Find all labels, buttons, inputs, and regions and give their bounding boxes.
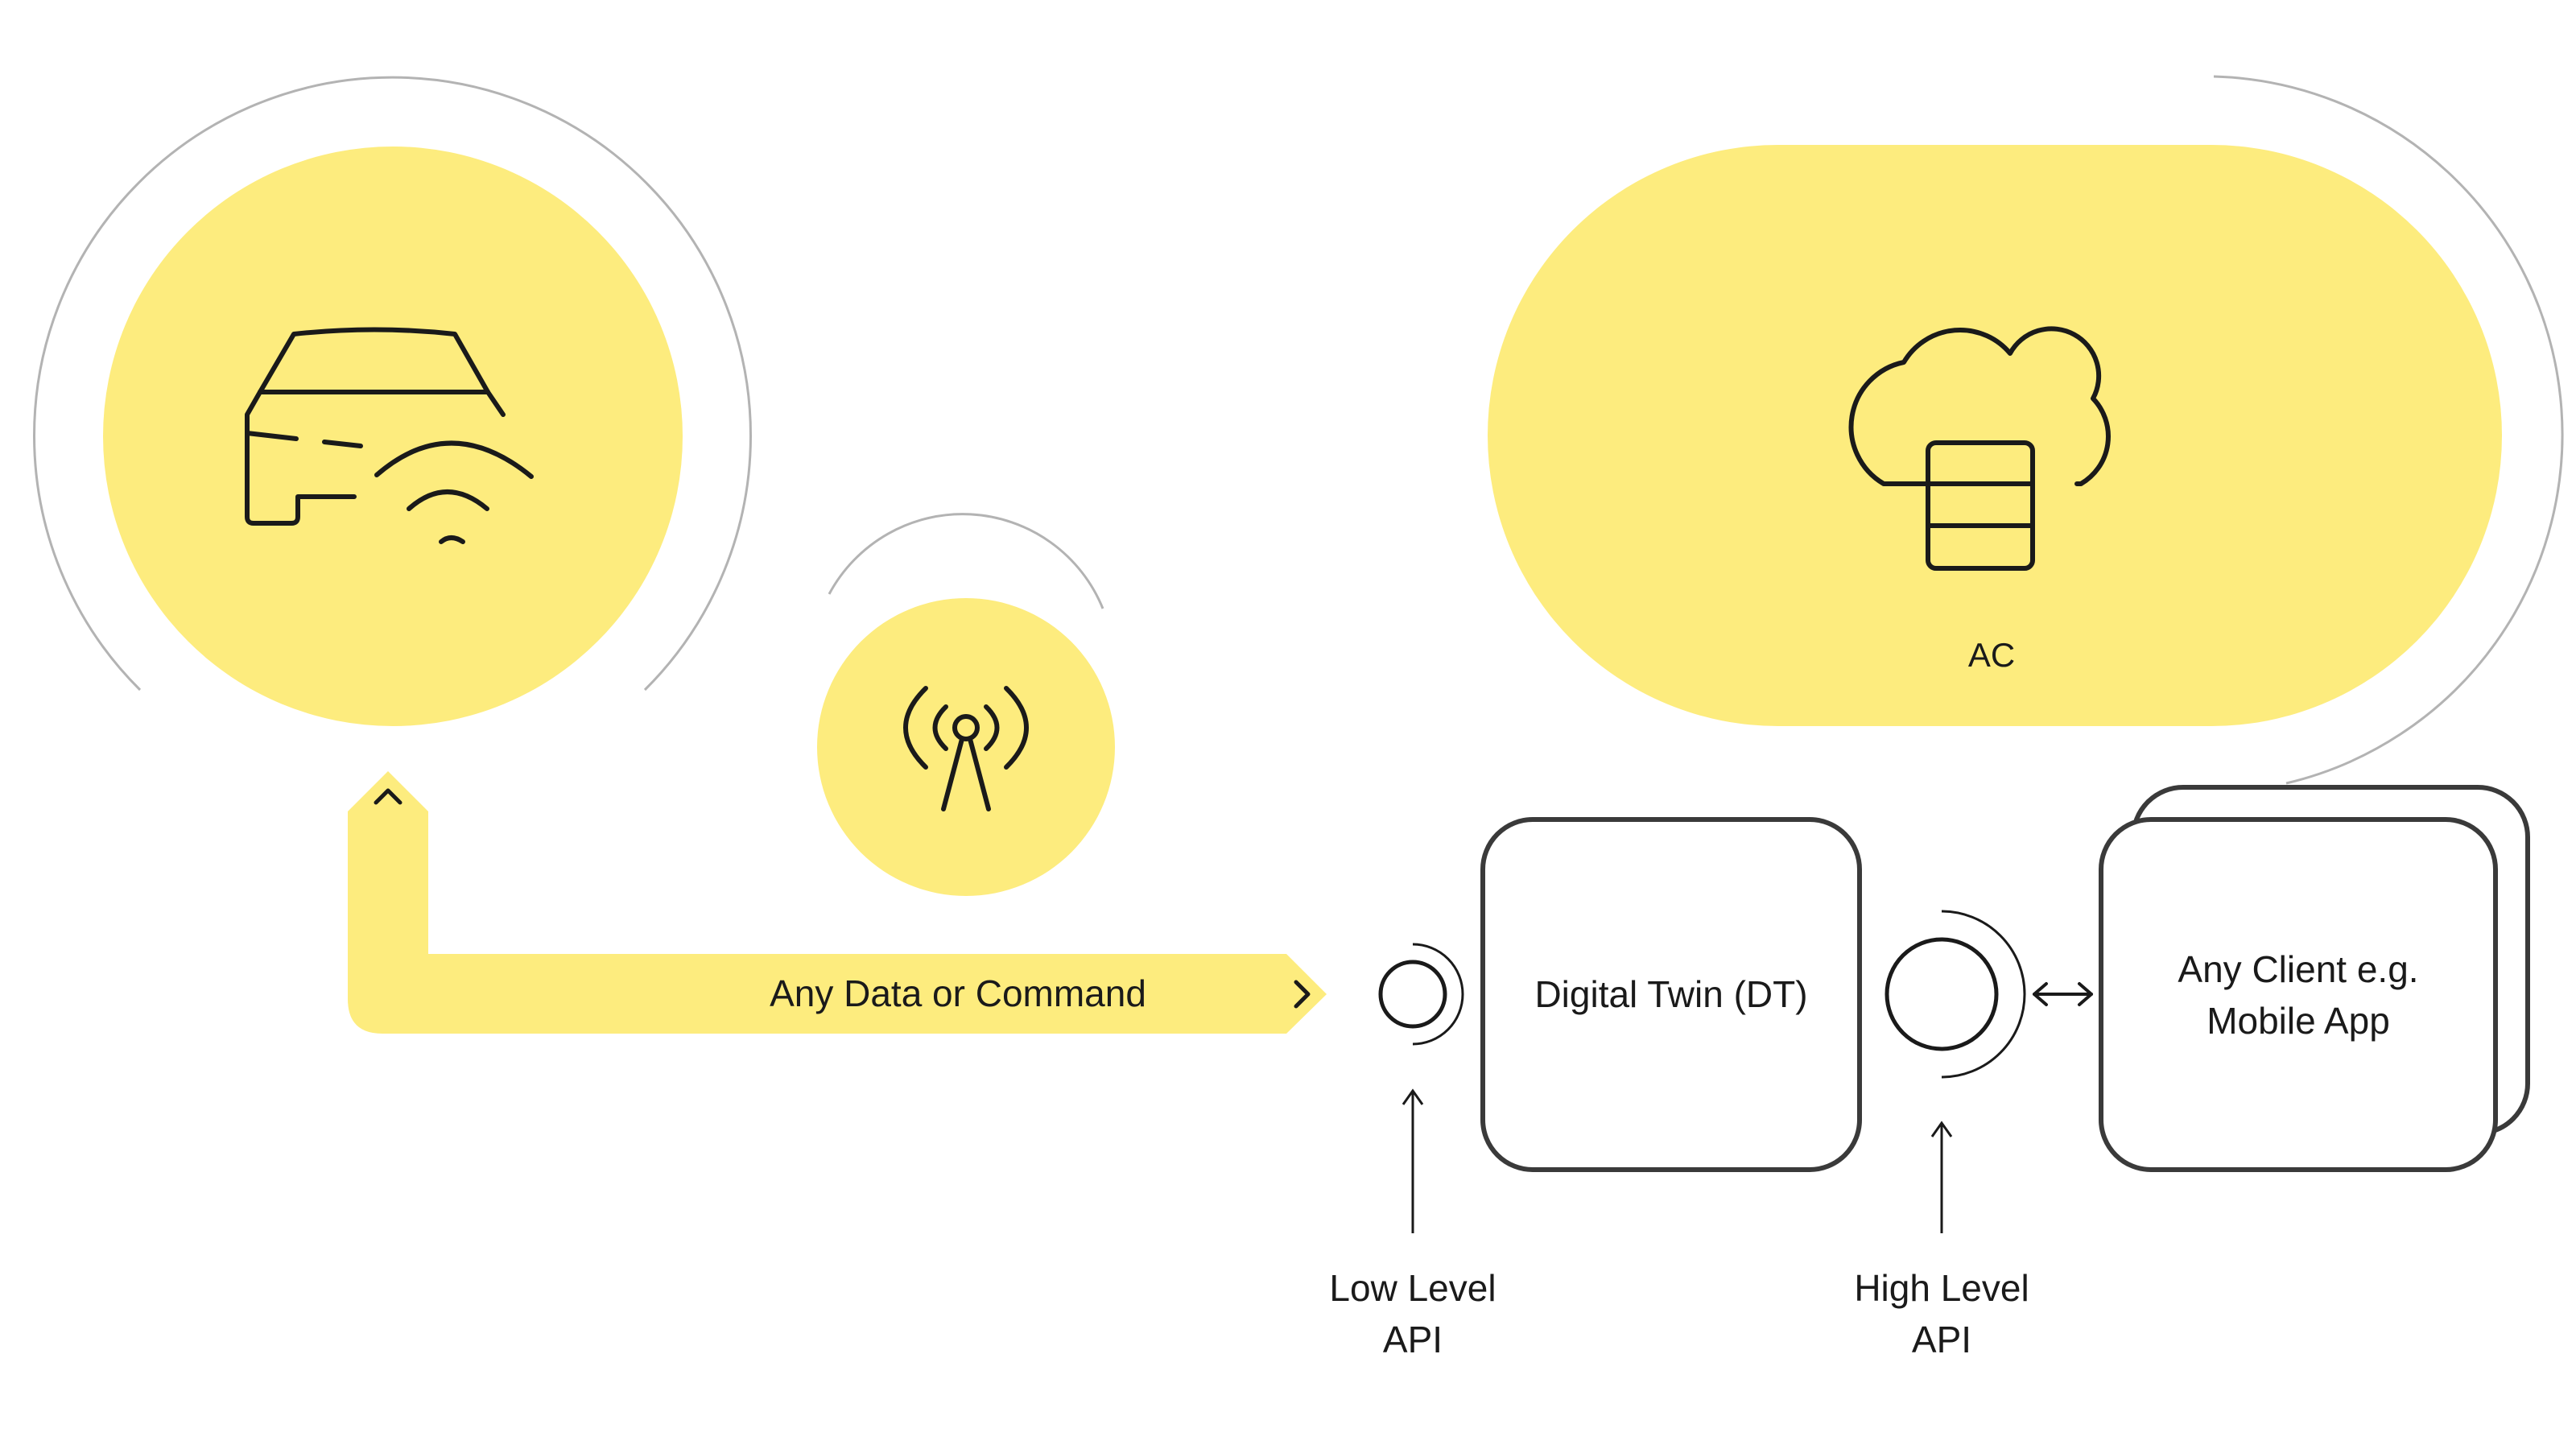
high-level-api-port xyxy=(1885,910,2026,1233)
antenna-node xyxy=(817,513,1115,896)
client-label-line1: Any Client e.g. xyxy=(2178,948,2419,990)
radio-tower-icon xyxy=(903,686,1029,811)
client-box-front xyxy=(2099,817,2498,1172)
low-level-port-arc xyxy=(1412,943,1464,1046)
antenna-orbit-arc xyxy=(828,513,1104,609)
low-level-api-label-line2: API xyxy=(1382,1319,1443,1360)
data-flow-arrow xyxy=(348,771,1327,1034)
chevron-up-icon xyxy=(374,788,402,805)
client-label-line2: Mobile App xyxy=(2207,1000,2390,1042)
vehicle-circle xyxy=(103,147,683,726)
data-flow-label: Any Data or Command xyxy=(770,972,1146,1014)
car-with-wireless-signal-icon xyxy=(245,327,534,544)
bidirectional-arrow-icon xyxy=(2033,982,2093,1006)
low-level-api-label-line1: Low Level xyxy=(1329,1267,1496,1309)
chevron-right-icon xyxy=(1294,980,1311,1009)
low-level-port-circle xyxy=(1378,960,1447,1029)
high-level-port-arc xyxy=(1941,910,2026,1079)
cloud-node xyxy=(1488,75,2564,785)
cloud-label: AC xyxy=(1967,636,2016,674)
cloud-pill xyxy=(1488,145,2502,726)
high-level-port-circle xyxy=(1885,937,1999,1051)
high-level-api-label-line1: High Level xyxy=(1854,1267,2029,1309)
vehicle-node xyxy=(33,76,752,726)
vehicle-orbit-arc xyxy=(33,76,752,691)
cloud-orbit-arc xyxy=(2213,75,2564,785)
antenna-circle xyxy=(817,598,1115,896)
cloud-with-database-icon xyxy=(1848,326,2111,571)
high-level-api-label-line2: API xyxy=(1911,1319,1972,1360)
client-stack xyxy=(2099,785,2530,1172)
data-flow-band xyxy=(348,771,1327,1034)
low-level-api-port xyxy=(1378,943,1464,1233)
digital-twin-label: Digital Twin (DT) xyxy=(1534,973,1808,1015)
digital-twin-box xyxy=(1480,817,1862,1172)
